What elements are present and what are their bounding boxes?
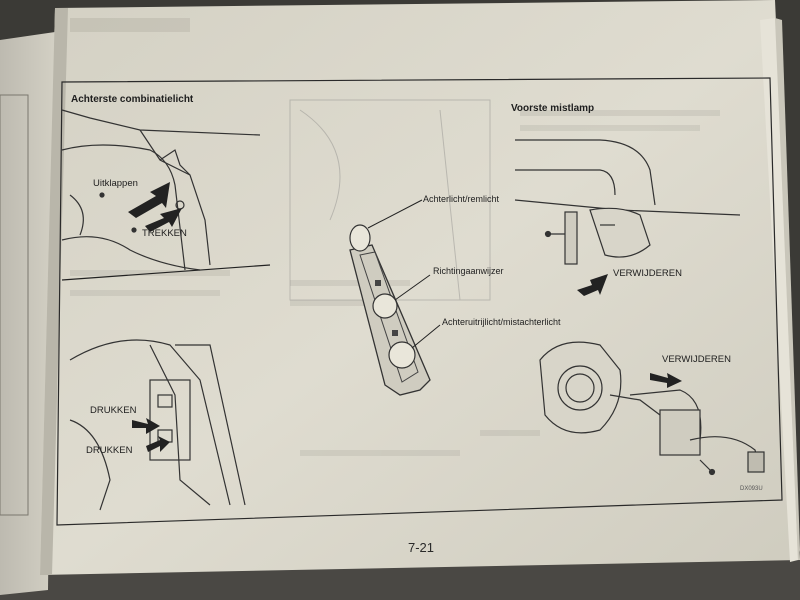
arrow-drukken-2-icon <box>146 436 170 452</box>
callout-tail-brake-light: Achterlicht/remlicht <box>423 194 500 204</box>
show-through-ghost <box>70 18 720 456</box>
illustration-fog-lamp-top <box>514 139 741 265</box>
figure-code: DX093U <box>740 486 763 492</box>
label-drukken-1: DRUKKEN <box>90 405 137 416</box>
main-page <box>40 0 800 575</box>
illustration-lamp-housing <box>289 99 491 396</box>
illustration-rear-lamp-bottom <box>69 339 246 511</box>
label-drukken-2: DRUKKEN <box>86 445 133 456</box>
arrow-uitklappen-icon <box>128 182 170 218</box>
callout-turn-signal: Richtingaanwijzer <box>433 266 504 276</box>
label-verwijderen-2: VERWIJDEREN <box>662 354 731 365</box>
arrow-trekken-icon <box>145 208 182 232</box>
label-verwijderen-1: VERWIJDEREN <box>613 268 682 279</box>
arrow-verwijderen-1-icon <box>577 274 608 296</box>
callout-lines <box>367 199 441 349</box>
illustration-fog-lamp-bottom <box>539 341 765 476</box>
arrow-verwijderen-2-icon <box>650 373 682 388</box>
label-trekken: TREKKEN <box>142 228 187 239</box>
figure-frame <box>56 77 783 526</box>
callout-reverse-fog-light: Achteruitrijlicht/mistachterlicht <box>442 317 561 327</box>
page-number: 7-21 <box>408 540 435 555</box>
illustration-rear-lamp-top <box>61 109 271 281</box>
left-page <box>0 32 55 595</box>
label-uitklappen: Uitklappen <box>93 178 138 189</box>
heading-rear-combination-lamp: Achterste combinatielicht <box>71 94 194 105</box>
arrow-drukken-1-icon <box>132 418 160 434</box>
heading-front-fog-lamp: Voorste mistlamp <box>511 103 595 114</box>
